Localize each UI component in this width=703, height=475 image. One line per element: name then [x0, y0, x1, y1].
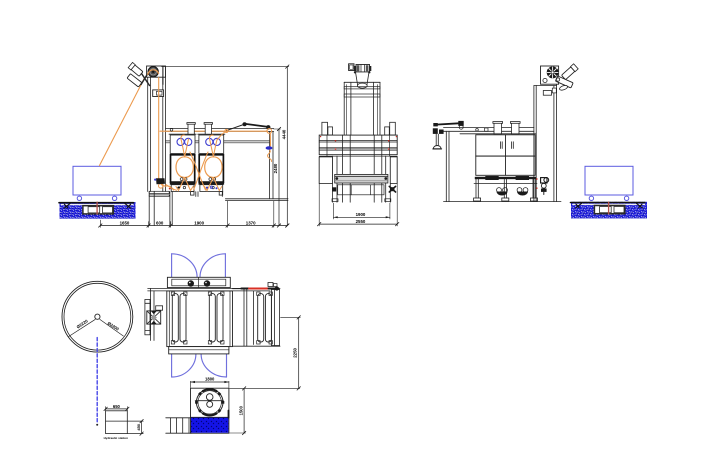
- svg-text:600: 600: [156, 220, 164, 225]
- svg-text:450: 450: [136, 423, 141, 430]
- svg-text:Hydraulic station: Hydraulic station: [104, 436, 129, 440]
- svg-text:650: 650: [113, 404, 121, 409]
- svg-text:4440: 4440: [281, 129, 286, 139]
- svg-text:1800: 1800: [205, 376, 215, 381]
- svg-text:2550: 2550: [356, 219, 366, 224]
- svg-text:2250: 2250: [293, 347, 298, 357]
- svg-text:1500: 1500: [238, 405, 243, 415]
- svg-text:Ø2200: Ø2200: [107, 321, 121, 332]
- svg-text:1370: 1370: [246, 220, 256, 225]
- svg-text:1900: 1900: [356, 212, 366, 217]
- svg-text:Ø2220: Ø2220: [76, 318, 90, 329]
- svg-text:1900: 1900: [194, 220, 204, 225]
- svg-text:1650: 1650: [120, 220, 130, 225]
- svg-text:2480: 2480: [273, 163, 278, 173]
